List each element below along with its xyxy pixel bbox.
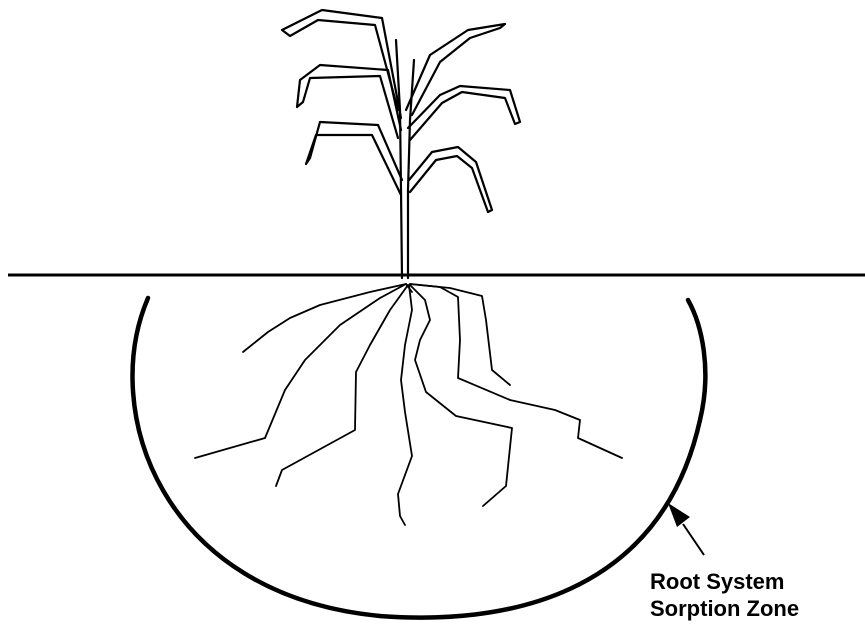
zone-label-line1: Root System	[650, 568, 799, 595]
root-4	[398, 285, 412, 525]
plant-shoot	[282, 10, 520, 278]
plant-roots	[195, 284, 622, 525]
leaf-top-left	[282, 10, 401, 118]
leaf-low-right	[409, 147, 492, 212]
zone-pointer-arrow	[668, 503, 704, 555]
leaf-top-right	[406, 24, 505, 115]
leaf-mid-right	[408, 86, 520, 140]
root-5	[410, 285, 512, 506]
leaf-low-left	[306, 122, 402, 195]
root-2	[195, 284, 406, 458]
zone-label-line2: Sorption Zone	[650, 595, 799, 622]
root-1	[243, 284, 406, 352]
root-6	[410, 284, 622, 458]
leaf-mid-left	[297, 65, 401, 138]
zone-label: Root System Sorption Zone	[650, 568, 799, 622]
